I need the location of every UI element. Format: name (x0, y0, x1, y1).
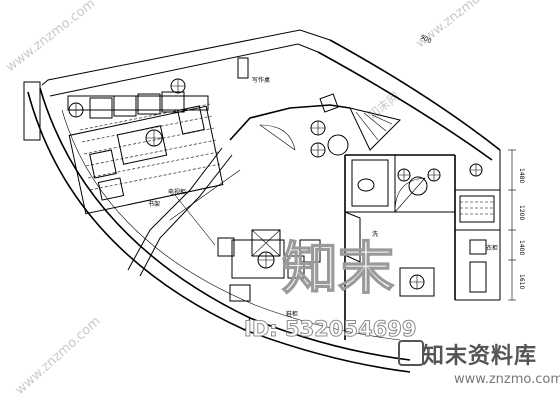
dimension-lines: 1480 1200 1400 1610 900 (419, 34, 525, 301)
dimension-0: 1480 (518, 168, 525, 183)
dimension-2: 1400 (518, 240, 525, 255)
dimension-3: 1610 (518, 274, 525, 289)
watermark-big-logo: 知末 (282, 237, 394, 302)
bathroom-fixtures (344, 159, 495, 297)
label-writing-desk: 写作桌 (252, 76, 270, 84)
living-room-furniture (67, 57, 249, 215)
door-swings (259, 124, 426, 213)
interior-walls (127, 104, 501, 340)
center-watermark: 知末 ID: 532054699 (244, 236, 417, 341)
label-tv-cabinet: 电视柜 (168, 188, 186, 196)
hatched-wedge (349, 107, 401, 151)
watermark-url-top-left: www.znzmo.com (3, 0, 98, 75)
label-bookshelf: 书架 (148, 200, 160, 208)
dimension-4: 900 (419, 34, 433, 46)
room-labels: 写作桌 书架 电视柜 鞋柜 洗 衣柜 (148, 76, 498, 318)
label-wardrobe: 衣柜 (486, 244, 498, 252)
label-shoe-cabinet: 鞋柜 (286, 310, 298, 318)
watermark-url-bottom-left: www.znzmo.com (13, 314, 104, 398)
brand-name: 知末资料库 (422, 344, 538, 369)
watermark-brand-mid: 知末网 (365, 89, 402, 122)
round-table-set (310, 93, 349, 158)
label-wash: 洗 (372, 230, 378, 238)
brand-logo-icon (398, 340, 424, 366)
brand-url: www.znzmo.com (454, 372, 560, 387)
watermark-id: ID: 532054699 (244, 317, 416, 341)
bedroom-furniture (169, 169, 321, 302)
outer-walls (23, 29, 501, 373)
dimension-1: 1200 (518, 205, 525, 220)
brand-watermark: 知末资料库 www.znzmo.com (398, 338, 560, 398)
